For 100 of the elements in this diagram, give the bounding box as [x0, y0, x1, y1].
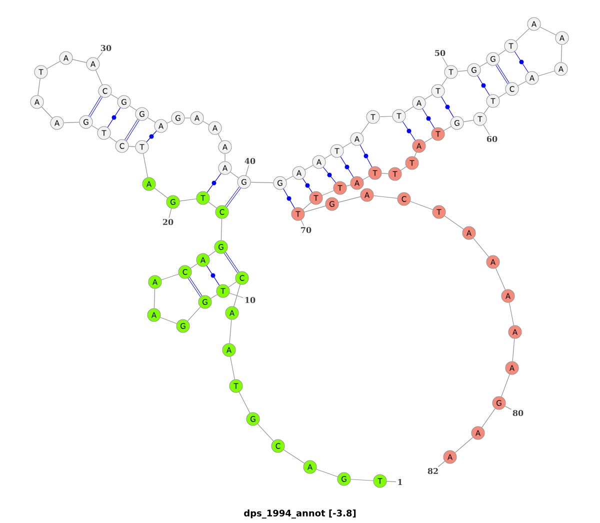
backbone-line — [373, 195, 398, 199]
backbone-line — [463, 120, 474, 122]
leader-line — [442, 56, 448, 66]
backbone-line — [218, 134, 222, 142]
backbone-line — [498, 92, 507, 98]
backbone-line — [444, 216, 464, 230]
backbone-line — [362, 176, 370, 180]
backbone-line — [230, 356, 236, 380]
backbone-line — [498, 50, 506, 56]
backbone-line — [350, 479, 374, 481]
backbone-line — [324, 154, 332, 159]
backbone-line — [142, 153, 148, 178]
backbone-line — [338, 196, 361, 203]
backbone-line — [518, 80, 526, 86]
diagram-title: dps_1994_annot [-3.8] — [244, 510, 356, 518]
backbone-line — [128, 146, 136, 147]
backbone-line — [414, 152, 417, 158]
backbone-line — [501, 374, 510, 397]
backbone-line — [538, 70, 555, 76]
backbone-line — [482, 408, 496, 428]
backbone-line — [540, 26, 556, 36]
backbone-line — [360, 122, 370, 134]
backbone-line — [147, 117, 156, 123]
position-number: 80 — [512, 410, 524, 416]
position-number: 50 — [435, 50, 446, 56]
position-number: 60 — [486, 136, 498, 142]
base-pair-line — [124, 119, 140, 141]
backbone-line — [95, 70, 103, 86]
leader-line — [96, 52, 103, 60]
backbone-line — [208, 202, 217, 208]
backbone-line — [160, 317, 177, 324]
base-pair-line — [496, 64, 510, 84]
backbone-line — [512, 338, 515, 362]
backbone-line — [250, 182, 274, 184]
backbone-line — [302, 202, 312, 210]
backbone-line — [286, 176, 294, 180]
base-pair-line — [283, 188, 295, 208]
position-number: 1 — [398, 479, 402, 485]
leader-line — [229, 292, 244, 298]
base-pair-line — [514, 51, 529, 73]
backbone-line — [473, 238, 489, 258]
position-number: 82 — [428, 468, 438, 474]
backbone-line — [304, 206, 326, 212]
backbone-line — [304, 164, 314, 170]
backbone-line — [109, 136, 117, 142]
backbone-line — [208, 250, 216, 256]
base-pair-line — [206, 173, 222, 193]
backbone-line — [442, 77, 448, 86]
base-pair-line — [360, 144, 372, 168]
backbone-line — [154, 188, 168, 198]
backbone-line — [454, 437, 474, 453]
backbone-line — [509, 302, 514, 326]
backbone-line — [187, 306, 201, 322]
base-pair-line — [302, 178, 312, 193]
leader-line — [168, 208, 172, 218]
backbone-line — [202, 120, 210, 126]
backbone-line — [560, 44, 562, 63]
position-number: 20 — [162, 218, 174, 226]
backbone-line — [166, 120, 172, 124]
backbone-line — [404, 106, 414, 113]
backbone-line — [322, 190, 334, 196]
leader-line — [300, 220, 304, 226]
backbone-line — [283, 449, 305, 464]
backbone-line — [480, 62, 488, 67]
base-pair-line — [225, 186, 241, 208]
base-pair-line — [402, 121, 416, 141]
backbone-line — [342, 142, 352, 148]
base-pair-line — [340, 156, 354, 178]
backbone-line — [154, 288, 156, 309]
position-number: 40 — [244, 158, 256, 164]
backbone-line — [179, 198, 197, 202]
backbone-line — [424, 137, 433, 143]
backbone-line — [400, 166, 407, 171]
backbone-line — [495, 268, 506, 290]
backbone-line — [228, 282, 237, 288]
backbone-line — [210, 294, 218, 299]
backbone-line — [516, 28, 530, 42]
backbone-line — [234, 284, 240, 307]
backbone-line — [38, 78, 40, 96]
backbone-line — [316, 468, 338, 478]
leader-line — [438, 461, 446, 468]
backbone-line — [229, 319, 232, 344]
leader-line — [504, 406, 512, 410]
backbone-line — [379, 116, 393, 118]
position-number: 10 — [245, 296, 256, 304]
backbone-line — [91, 125, 99, 130]
base-pair-line — [107, 107, 121, 128]
backbone-line — [63, 122, 80, 124]
backbone-line — [161, 274, 179, 280]
backbone-line — [224, 153, 226, 162]
backbone-line — [424, 94, 433, 100]
backbone-line — [190, 263, 198, 269]
backbone-line — [46, 61, 60, 69]
base-pair-line — [422, 108, 435, 129]
base-pair-line — [146, 130, 157, 142]
position-number: 30 — [101, 44, 112, 52]
backbone-line — [346, 184, 351, 186]
leader-line — [386, 481, 396, 482]
position-number: 70 — [301, 226, 312, 234]
backbone-line — [220, 218, 222, 241]
